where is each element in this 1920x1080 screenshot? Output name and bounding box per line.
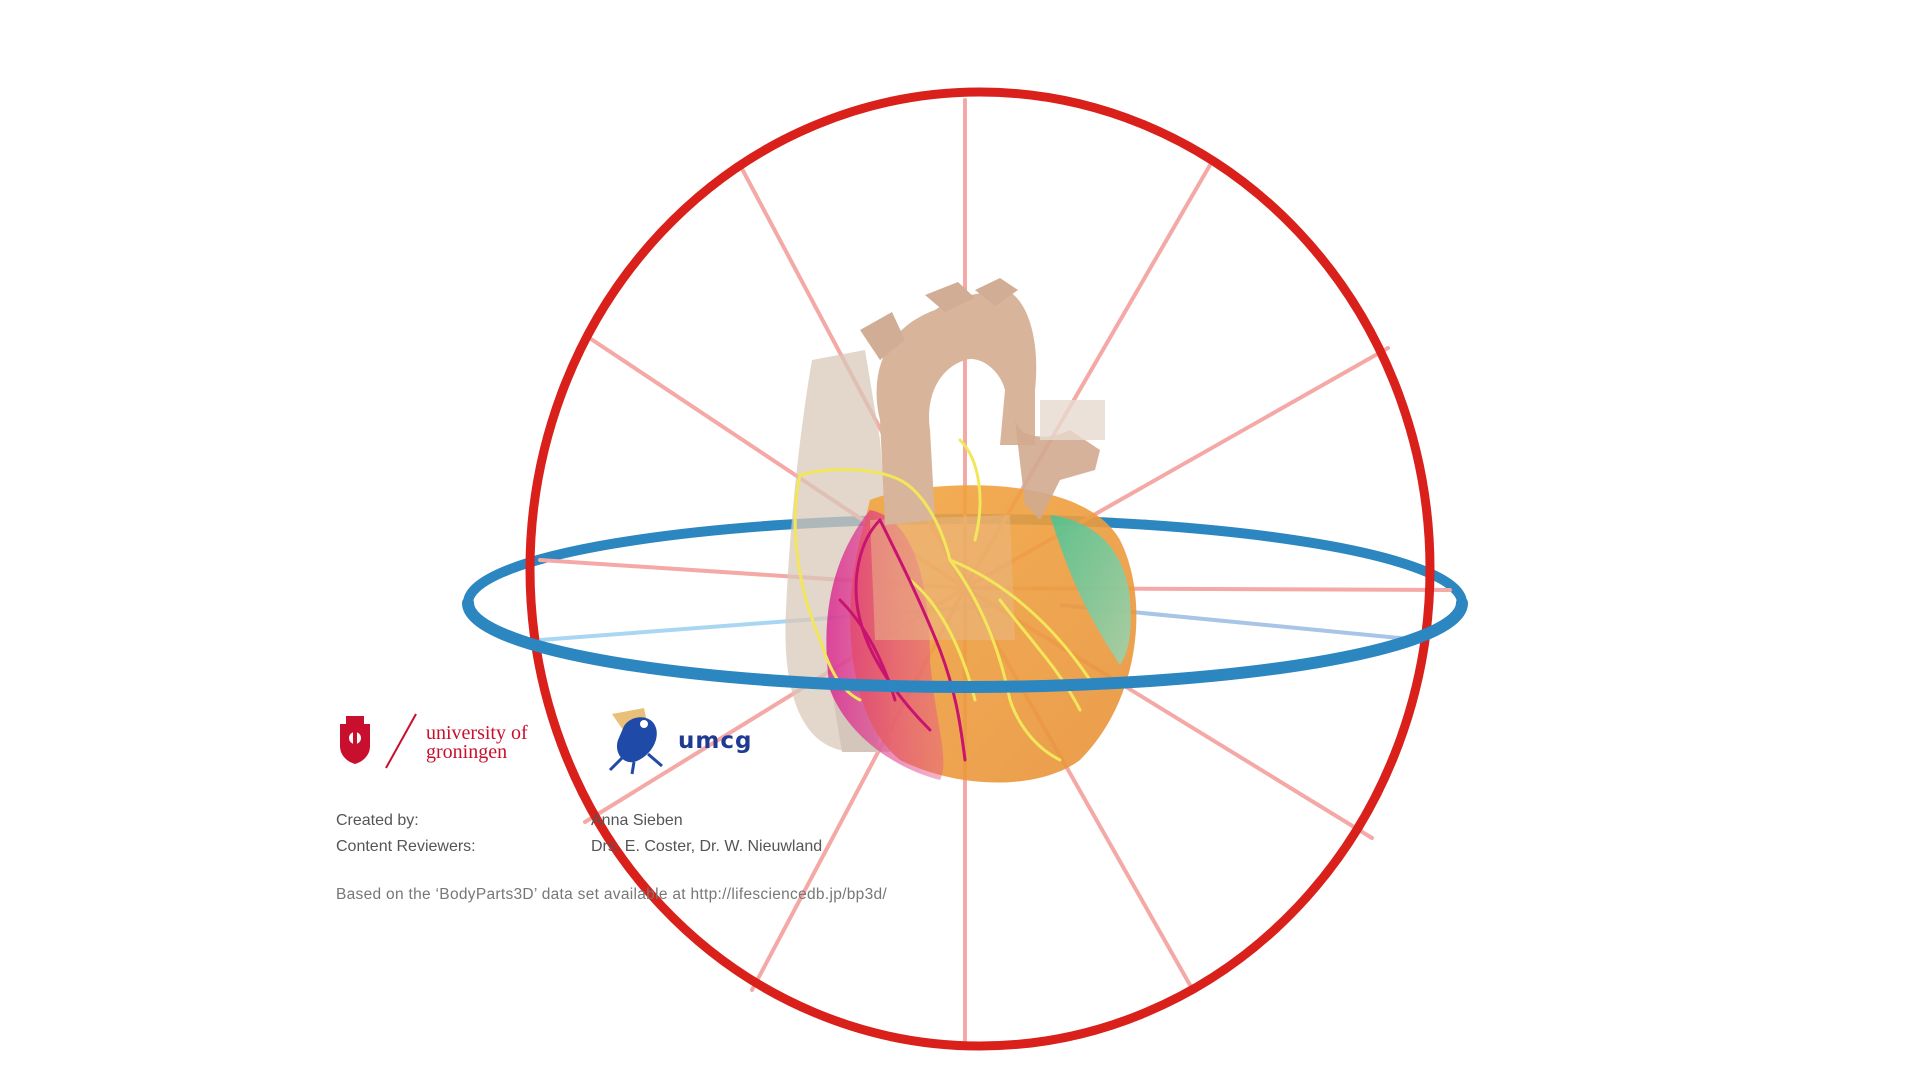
vertical-rotation-ring[interactable] (525, 87, 1435, 1051)
divider-slash-icon (385, 713, 417, 769)
created-by-label: Created by: (336, 812, 419, 829)
data-source-note: Based on the ‘BodyParts3D’ data set avai… (336, 886, 888, 903)
content-reviewers-row: Content Reviewers: Drs. E. Coster, Dr. W… (336, 834, 936, 860)
credits: Created by: Anna Sieben Content Reviewer… (336, 808, 936, 860)
university-of-groningen-logo: university of groningen (426, 722, 528, 763)
rug-crest-icon (340, 716, 370, 764)
umcg-frog-icon (608, 708, 663, 775)
content-reviewers-label: Content Reviewers: (336, 838, 476, 855)
horizontal-rotation-ring[interactable] (462, 597, 1468, 693)
heart-model[interactable] (785, 278, 1137, 783)
umcg-logo-text: umcg (678, 728, 753, 754)
logo-bar: university of groningen umcg (336, 706, 816, 776)
content-reviewers-value: Drs. E. Coster, Dr. W. Nieuwland (591, 838, 823, 855)
created-by-row: Created by: Anna Sieben (336, 808, 936, 834)
created-by-value: Anna Sieben (591, 812, 683, 829)
